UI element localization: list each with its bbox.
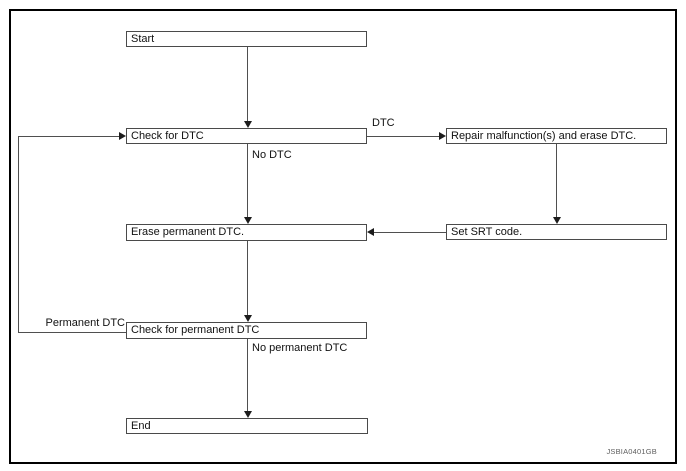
connector-checkperm-end: [247, 339, 248, 411]
node-set-srt-label: Set SRT code.: [451, 225, 523, 238]
edge-label-dtc: DTC: [372, 117, 395, 129]
node-check-permanent: Check for permanent DTC: [126, 322, 367, 339]
connector-loop-bottom: [18, 332, 126, 333]
arrowhead-right-repair: [439, 132, 446, 140]
connector-repair-setsrt: [556, 144, 557, 217]
node-check-dtc-label: Check for DTC: [131, 129, 204, 142]
node-check-permanent-label: Check for permanent DTC: [131, 324, 260, 336]
node-repair-label: Repair malfunction(s) and erase DTC.: [451, 129, 637, 142]
node-repair: Repair malfunction(s) and erase DTC.: [446, 128, 667, 144]
connector-checkdtc-erase: [247, 144, 248, 217]
connector-erase-checkperm: [247, 241, 248, 315]
arrowhead-down-checkperm: [244, 315, 252, 322]
connector-checkdtc-repair: [367, 136, 439, 137]
node-check-dtc: Check for DTC: [126, 128, 367, 144]
connector-loop-vertical: [18, 136, 19, 333]
node-erase-permanent-label: Erase permanent DTC.: [131, 226, 245, 238]
node-end: End: [126, 418, 368, 434]
arrowhead-down-erase: [244, 217, 252, 224]
node-end-label: End: [131, 419, 151, 432]
arrowhead-down-checkdtc: [244, 121, 252, 128]
node-start: Start: [126, 31, 367, 47]
node-start-label: Start: [131, 32, 155, 45]
connector-loop-top: [18, 136, 119, 137]
connector-start-checkdtc: [247, 47, 248, 122]
edge-label-no-permanent-dtc: No permanent DTC: [252, 342, 348, 354]
arrowhead-down-setsrt: [553, 217, 561, 224]
arrowhead-right-checkdtc: [119, 132, 126, 140]
figure-code-watermark: JSBIA0401GB: [606, 447, 657, 456]
node-set-srt: Set SRT code.: [446, 224, 667, 240]
arrowhead-down-end: [244, 411, 252, 418]
edge-label-permanent-dtc: Permanent DTC: [45, 317, 125, 329]
node-erase-permanent: Erase permanent DTC.: [126, 224, 367, 241]
edge-label-no-dtc: No DTC: [252, 149, 292, 161]
arrowhead-left-erase: [367, 228, 374, 236]
connector-setsrt-erase: [374, 232, 446, 233]
